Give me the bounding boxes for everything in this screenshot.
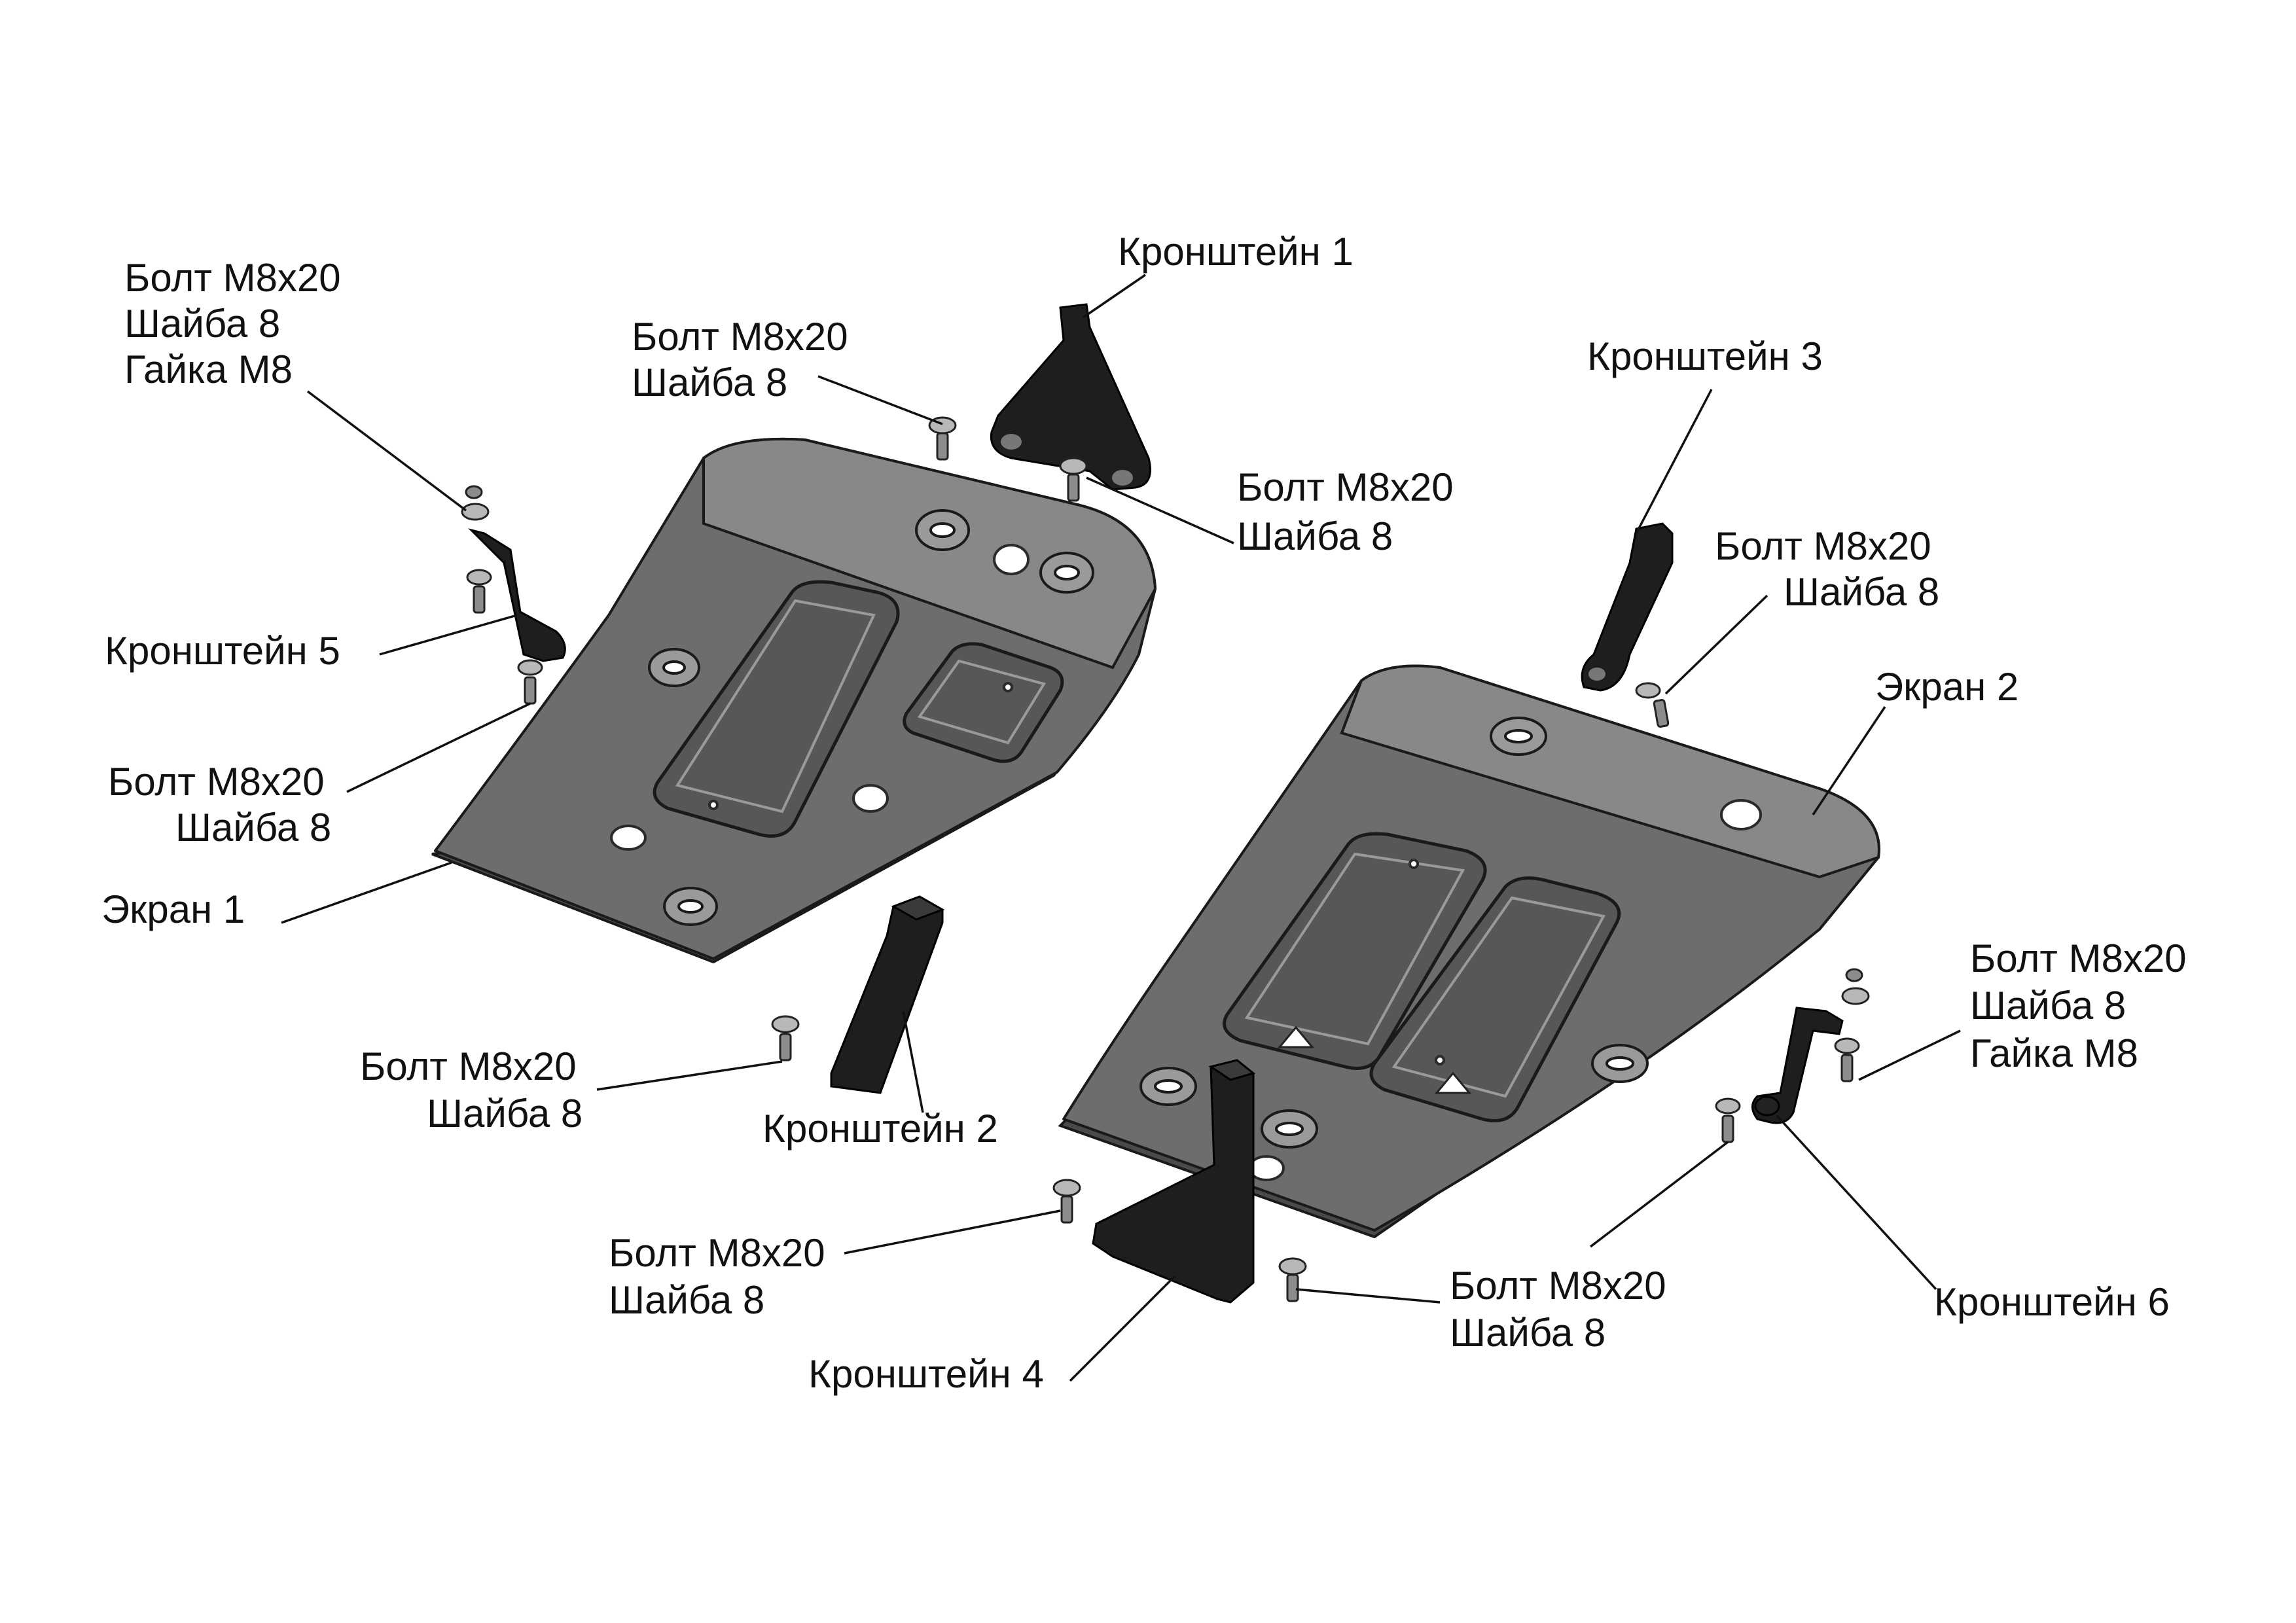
callout-bracket-6: Кронштейн 6 <box>1934 1280 2170 1324</box>
callout-bolt-bracket5-bottom: Болт М8х20 <box>108 760 325 804</box>
callout-washer-top-left: Шайба 8 <box>124 302 280 346</box>
bracket-5 <box>468 528 566 662</box>
callout-nut-top-left: Гайка М8 <box>124 348 293 391</box>
callout-bolt-bracket4-left: Болт М8х20 <box>609 1231 825 1275</box>
callout-bolt-top-left: Болт М8х20 <box>124 256 341 300</box>
callout-bracket-2: Кронштейн 2 <box>762 1107 998 1150</box>
callout-washer-bracket5-bottom: Шайба 8 <box>175 806 331 849</box>
callout-bolt-bracket3: Болт М8х20 <box>1715 524 1931 568</box>
bracket-6 <box>1751 1007 1844 1124</box>
bracket-2 <box>830 895 945 1094</box>
callout-washer-bracket3: Шайба 8 <box>1784 570 1939 614</box>
callout-washer-bracket2: Шайба 8 <box>427 1092 583 1135</box>
fastener-set-bracket1-right <box>1059 457 1088 502</box>
callout-bracket-5: Кронштейн 5 <box>105 629 340 673</box>
fastener-set-bracket6-bottom <box>1715 1097 1741 1143</box>
callout-bolt-bracket4-right: Болт М8х20 <box>1450 1264 1666 1308</box>
fastener-set-bracket3 <box>1635 682 1670 728</box>
callout-bracket-1: Кронштейн 1 <box>1118 230 1354 274</box>
fastener-set-bracket4-right <box>1278 1257 1307 1302</box>
callout-bracket-4: Кронштейн 4 <box>808 1352 1044 1396</box>
callout-washer-bracket1-right: Шайба 8 <box>1237 514 1393 558</box>
callout-bolt-bracket1-right: Болт М8х20 <box>1237 465 1454 509</box>
callout-washer-bracket6: Шайба 8 <box>1970 984 2126 1027</box>
callout-washer-bracket4-right: Шайба 8 <box>1450 1311 1605 1355</box>
bracket-4 <box>1092 1059 1256 1304</box>
callout-bolt-bracket1-left: Болт М8х20 <box>632 315 848 359</box>
fastener-set-bracket5-top <box>461 485 492 614</box>
screen-1-plate <box>431 437 1157 964</box>
fastener-set-bracket5-bottom <box>517 659 543 705</box>
callout-bolt-bracket6: Болт М8х20 <box>1970 936 2187 980</box>
callout-nut-bracket6: Гайка М8 <box>1970 1031 2138 1075</box>
callout-screen-1: Экран 1 <box>101 887 245 931</box>
leader-lines <box>281 274 1961 1382</box>
bracket-3 <box>1581 522 1674 692</box>
callout-washer-bracket4-left: Шайба 8 <box>609 1278 764 1322</box>
callout-washer-bracket1-left: Шайба 8 <box>632 361 787 404</box>
fastener-set-bracket6-top <box>1834 968 1870 1082</box>
callout-screen-2: Экран 2 <box>1875 665 2018 709</box>
callout-bolt-bracket2: Болт М8х20 <box>360 1044 577 1088</box>
screen-2-plate <box>1058 664 1880 1239</box>
fastener-set-bracket4-left <box>1052 1179 1081 1224</box>
callout-bracket-3: Кронштейн 3 <box>1587 334 1823 378</box>
fastener-set-bracket2 <box>771 1015 800 1061</box>
